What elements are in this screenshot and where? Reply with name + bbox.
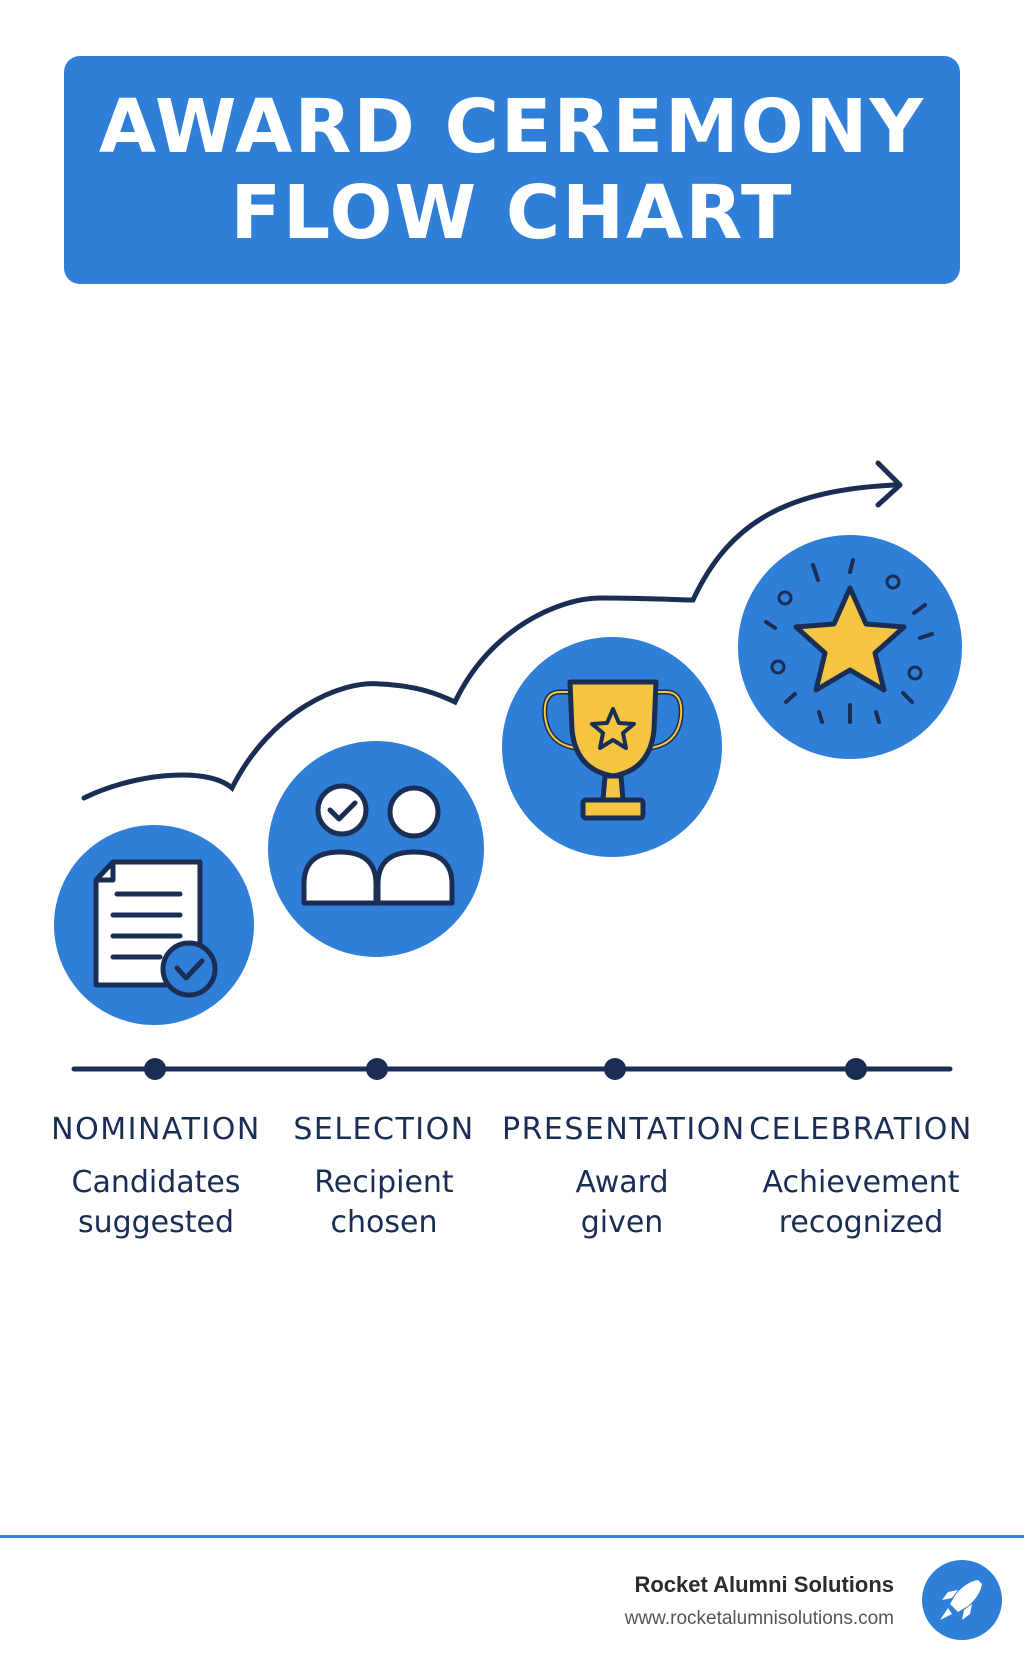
page-title-line-2: FLOW CHART (230, 170, 794, 256)
step-name: PRESENTATION (502, 1112, 746, 1147)
step-name: NOMINATION (51, 1112, 261, 1147)
step-description-line: Achievement (762, 1165, 960, 1200)
step-selection: SELECTION Recipient chosen (264, 1112, 504, 1243)
step-description-line: Recipient (314, 1165, 454, 1200)
page-title-line-1: AWARD CEREMONY (98, 84, 926, 170)
document-check-icon (54, 825, 254, 1025)
step-celebration: CELEBRATION Achievement recognized (741, 1112, 981, 1243)
step-description-line: recognized (778, 1205, 944, 1240)
timeline-dot (604, 1058, 626, 1080)
step-name: CELEBRATION (749, 1112, 973, 1147)
progress-arrow (81, 482, 898, 801)
step-description-line: given (580, 1205, 664, 1240)
timeline-dot (845, 1058, 867, 1080)
step-description: Recipient chosen (264, 1163, 504, 1243)
title-banner: AWARD CEREMONY FLOW CHART (64, 56, 960, 284)
step-description-line: suggested (77, 1205, 235, 1240)
step-presentation: PRESENTATION Award given (502, 1112, 746, 1243)
star-burst-icon (738, 535, 962, 759)
step-description-line: Award (575, 1165, 669, 1200)
rocket-icon (922, 1560, 1002, 1640)
people-check-icon (268, 741, 484, 957)
trophy-icon (502, 637, 722, 857)
step-name: SELECTION (293, 1112, 475, 1147)
company-name: Rocket Alumni Solutions (634, 1572, 894, 1597)
company-url[interactable]: www.rocketalumnisolutions.com (624, 1608, 894, 1629)
step-description-line: Candidates (71, 1165, 241, 1200)
step-description: Award given (502, 1163, 742, 1243)
footer-divider (0, 1535, 1024, 1538)
arrow-head (875, 460, 903, 508)
timeline-dot (144, 1058, 166, 1080)
step-description-line: chosen (330, 1205, 438, 1240)
step-description: Candidates suggested (36, 1163, 276, 1243)
step-description: Achievement recognized (741, 1163, 981, 1243)
timeline-dot (366, 1058, 388, 1080)
step-nomination: NOMINATION Candidates suggested (36, 1112, 276, 1243)
